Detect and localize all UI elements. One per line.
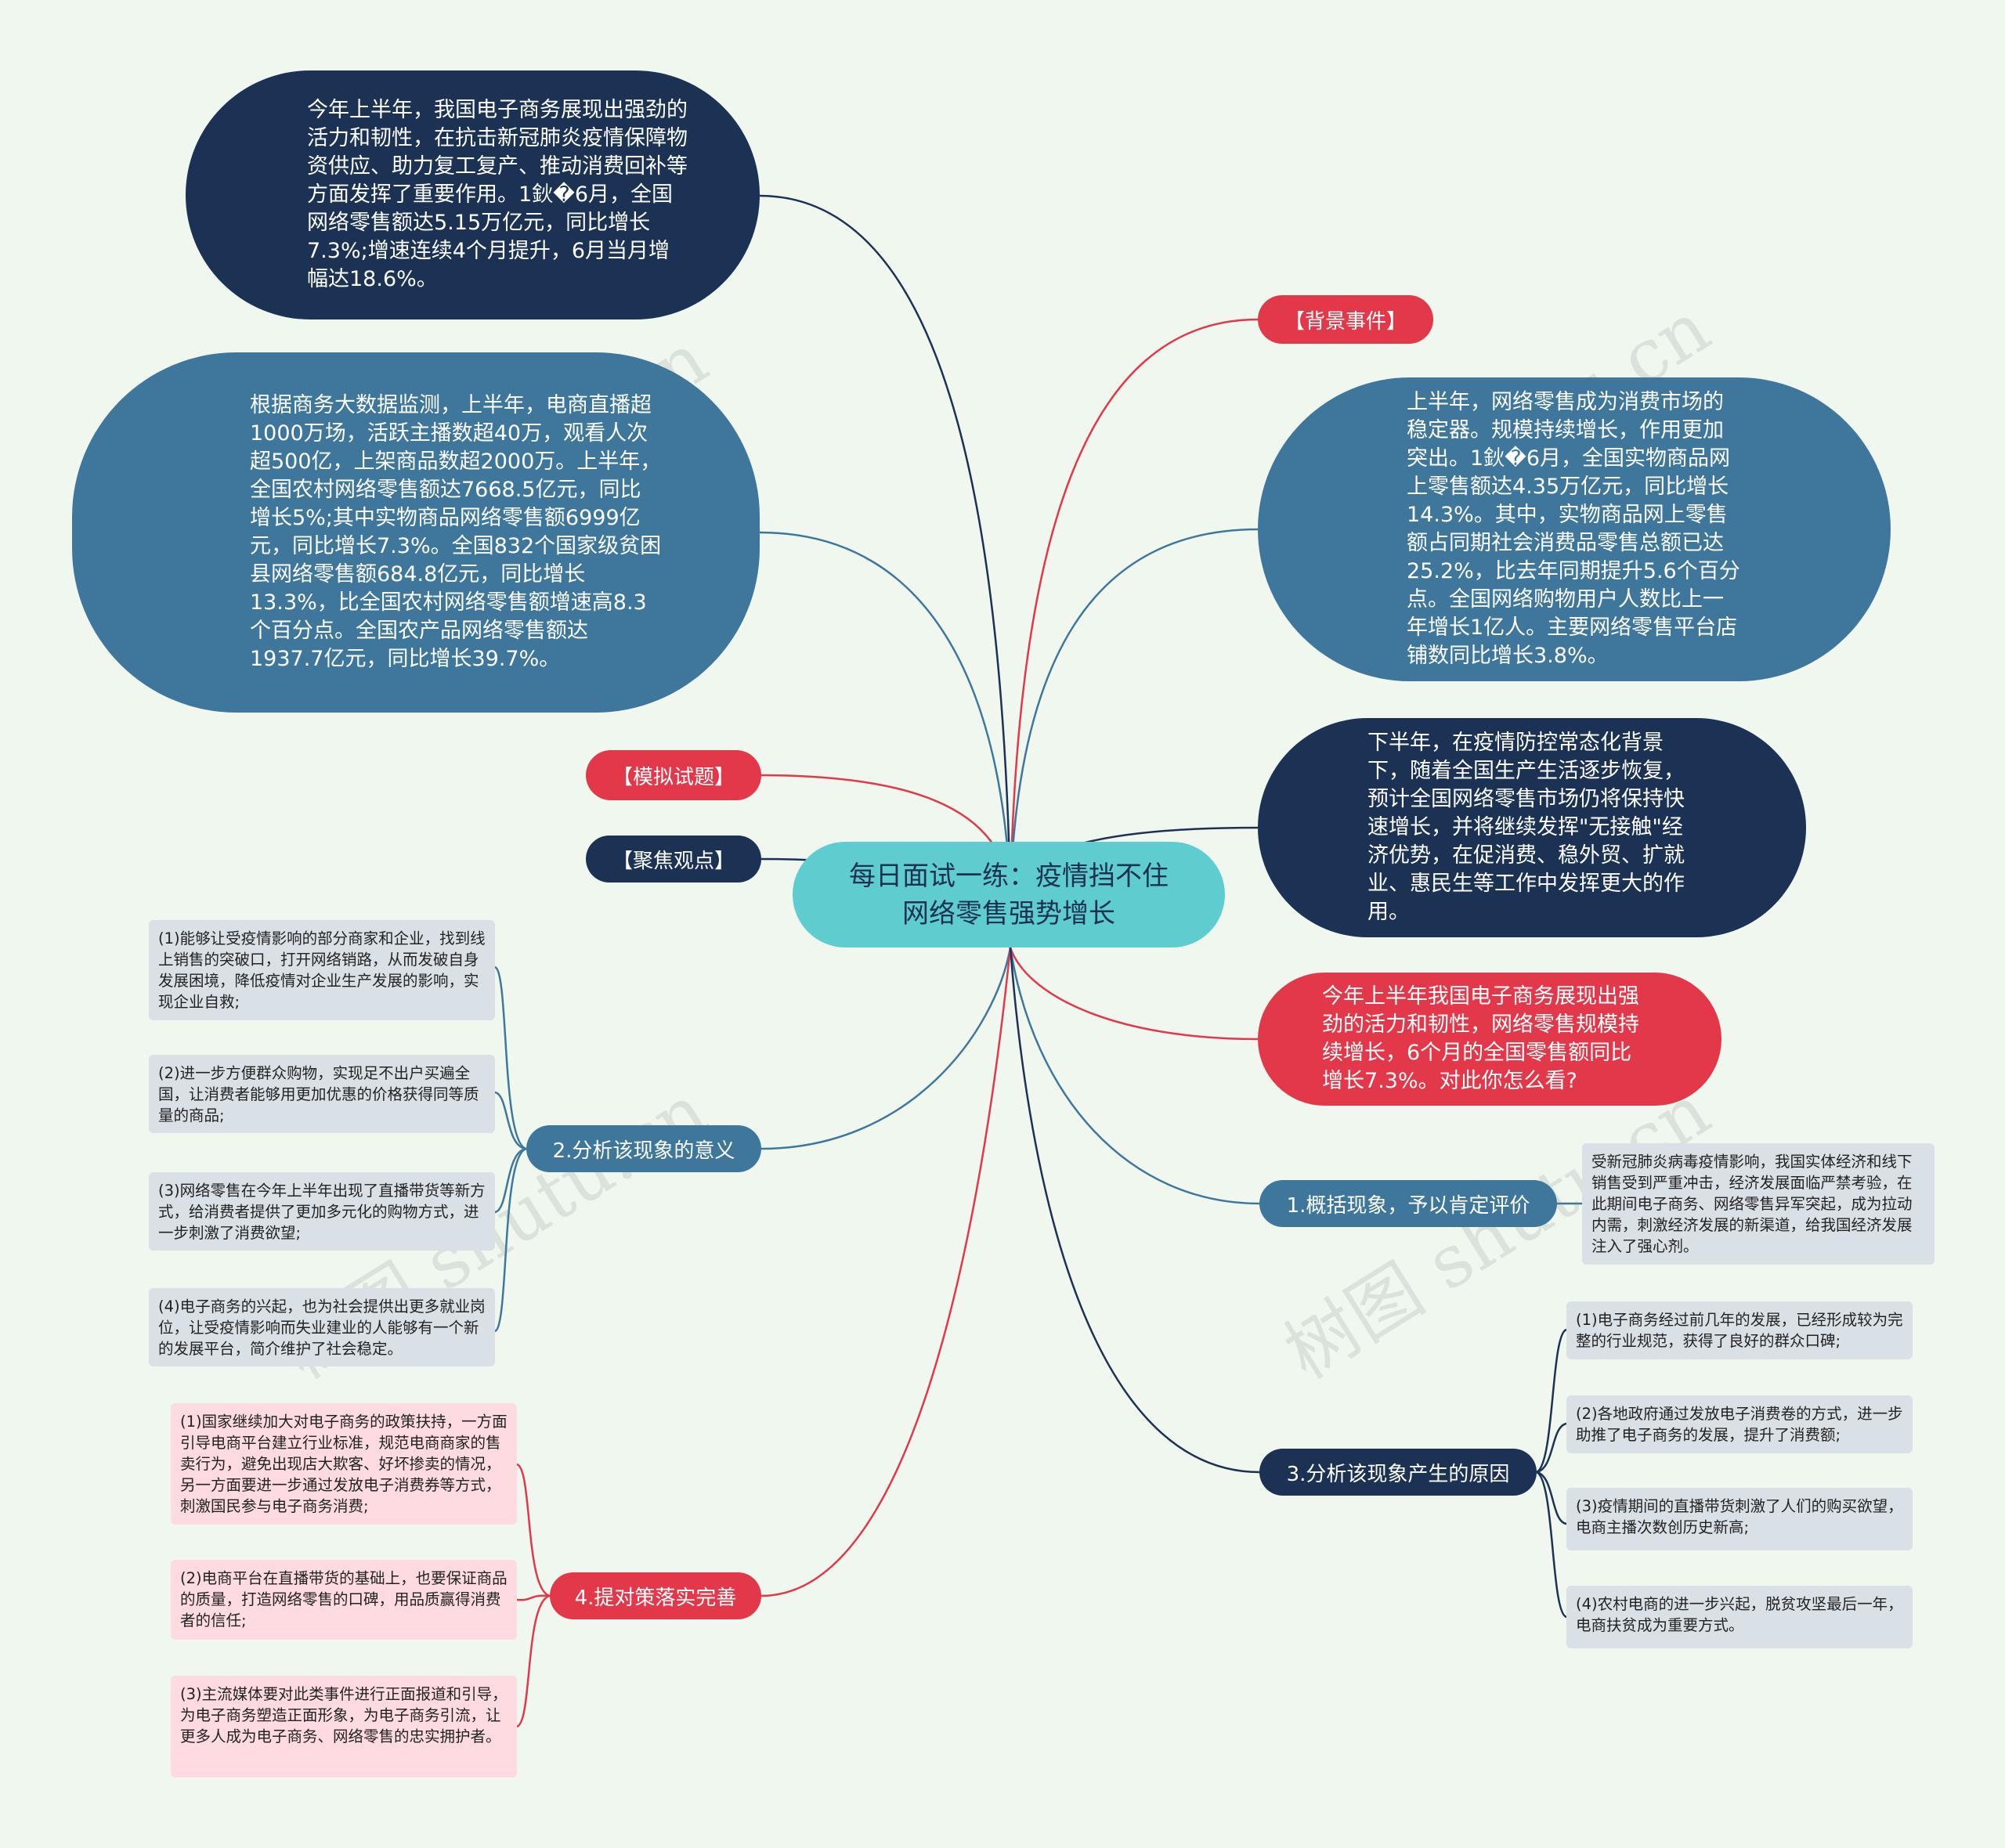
- measures-item: (3)主流媒体要对此类事件进行正面报道和引导，为电子商务塑造正面形象，为电子商务…: [171, 1676, 517, 1778]
- edge-significance-leaf-1: [494, 966, 527, 1150]
- branch-measures[interactable]: 4.提对策落实完善: [550, 1572, 761, 1619]
- branch-measures-label: 4.提对策落实完善: [574, 1586, 737, 1610]
- significance-item: (1)能够让受疫情影响的部分商家和企业，找到线上销售的突破口，打开网络销路，从而…: [149, 920, 495, 1020]
- edge-to-causes: [1009, 947, 1260, 1474]
- edge-measures-leaf-1: [516, 1463, 551, 1597]
- right-bubble-question-text: 今年上半年我国电子商务展现出强劲的活力和韧性，网络零售规模持续增长，6个月的全国…: [1322, 984, 1639, 1093]
- left-bubble-first-half-summary-text: 今年上半年，我国电子商务展现出强劲的活力和韧性，在抗击新冠肺炎疫情保障物资供应、…: [307, 98, 688, 291]
- edge-measures-leaf-2: [516, 1594, 551, 1601]
- branch-summarize-label: 1.概括现象，予以肯定评价: [1286, 1193, 1530, 1218]
- edge-to-background-event: [1009, 318, 1259, 893]
- branch-significance[interactable]: 2.分析该现象的意义: [526, 1125, 761, 1172]
- mock-question-label: 【模拟试题】: [612, 765, 735, 789]
- edge-significance-leaf-2: [494, 1091, 527, 1150]
- focus-view-label: 【聚焦观点】: [612, 849, 735, 873]
- right-bubble-second-half-outlook-text: 下半年，在疫情防控常态化背景下，随着全国生产生活逐步恢复，预计全国网络零售市场仍…: [1367, 731, 1685, 924]
- background-event-tag[interactable]: 【背景事件】: [1258, 295, 1433, 344]
- mock-question-tag[interactable]: 【模拟试题】: [586, 750, 761, 800]
- edge-causes-leaf-4: [1536, 1471, 1567, 1619]
- causes-item: (3)疫情期间的直播带货刺激了人们的购买欲望，电商主播次数创历史新高;: [1566, 1488, 1913, 1550]
- background-event-label: 【背景事件】: [1284, 309, 1407, 334]
- edge-causes-leaf-1: [1536, 1328, 1567, 1474]
- measures-item: (2)电商平台在直播带货的基础上，也要保证商品的质量，打造网络零售的口碑，用品质…: [171, 1560, 517, 1640]
- causes-item: (4)农村电商的进一步兴起，脱贫攻坚最后一年，电商扶贫成为重要方式。: [1566, 1586, 1913, 1648]
- edge-causes-leaf-3: [1536, 1471, 1567, 1525]
- summarize-item: 受新冠肺炎病毒疫情影响，我国实体经济和线下销售受到严重冲击，经济发展面临严禁考验…: [1582, 1143, 1935, 1265]
- branch-summarize[interactable]: 1.概括现象，予以肯定评价: [1259, 1180, 1557, 1227]
- branch-significance-label: 2.分析该现象的意义: [552, 1139, 735, 1163]
- central-topic[interactable]: 每日面试一练：疫情挡不住网络零售强势增长: [793, 842, 1225, 947]
- edge-measures-leaf-3: [516, 1594, 551, 1728]
- branch-causes-label: 3.分析该现象产生的原因: [1286, 1462, 1510, 1486]
- branch-causes[interactable]: 3.分析该现象产生的原因: [1259, 1449, 1537, 1496]
- right-bubble-second-half-outlook[interactable]: 下半年，在疫情防控常态化背景下，随着全国生产生活逐步恢复，预计全国网络零售市场仍…: [1258, 718, 1806, 937]
- edge-to-summarize: [1009, 947, 1260, 1205]
- edge-to-left-bubble-mid: [759, 531, 1012, 893]
- right-bubble-online-retail-stabilizer[interactable]: 上半年，网络零售成为消费市场的稳定器。规模持续增长，作用更加突出。1鈥�6月，全…: [1258, 377, 1891, 681]
- central-topic-title: 每日面试一练：疫情挡不住网络零售强势增长: [849, 860, 1169, 929]
- edge-to-right-bubble-top: [1009, 528, 1259, 893]
- significance-item: (2)进一步方便群众购物，实现足不出户买遍全国，让消费者能够用更加优惠的价格获得…: [149, 1055, 495, 1133]
- significance-item: (3)网络零售在今年上半年出现了直播带货等新方式，给消费者提供了更加多元化的购物…: [149, 1172, 495, 1251]
- edge-causes-leaf-2: [1536, 1422, 1567, 1474]
- left-bubble-live-commerce-data[interactable]: 根据商务大数据监测，上半年，电商直播超1000万场，活跃主播数超40万，观看人次…: [72, 352, 760, 713]
- measures-item: (1)国家继续加大对电子商务的政策扶持，一方面引导电商平台建立行业标准，规范电商…: [171, 1403, 517, 1525]
- left-bubble-live-commerce-data-text: 根据商务大数据监测，上半年，电商直播超1000万场，活跃主播数超40万，观看人次…: [250, 393, 662, 671]
- significance-item: (4)电子商务的兴起，也为社会提供出更多就业岗位，让受疫情影响而失业建业的人能够…: [149, 1288, 495, 1366]
- edge-significance-leaf-4: [494, 1147, 527, 1333]
- causes-item: (2)各地政府通过发放电子消费卷的方式，进一步助推了电子商务的发展，提升了消费额…: [1566, 1395, 1913, 1453]
- edge-to-right-bubble-question: [1009, 947, 1259, 1041]
- edge-to-left-bubble-top: [759, 194, 1012, 893]
- left-bubble-first-half-summary[interactable]: 今年上半年，我国电子商务展现出强劲的活力和韧性，在抗击新冠肺炎疫情保障物资供应、…: [186, 70, 760, 319]
- right-bubble-question[interactable]: 今年上半年我国电子商务展现出强劲的活力和韧性，网络零售规模持续增长，6个月的全国…: [1258, 973, 1721, 1106]
- focus-view-tag[interactable]: 【聚焦观点】: [586, 836, 761, 882]
- edge-significance-leaf-3: [494, 1147, 527, 1214]
- right-bubble-online-retail-stabilizer-text: 上半年，网络零售成为消费市场的稳定器。规模持续增长，作用更加突出。1鈥�6月，全…: [1407, 390, 1740, 668]
- causes-item: (1)电子商务经过前几年的发展，已经形成较为完整的行业规范，获得了良好的群众口碑…: [1566, 1301, 1913, 1359]
- edge-to-measures: [760, 947, 1012, 1597]
- edge-to-significance: [760, 947, 1012, 1150]
